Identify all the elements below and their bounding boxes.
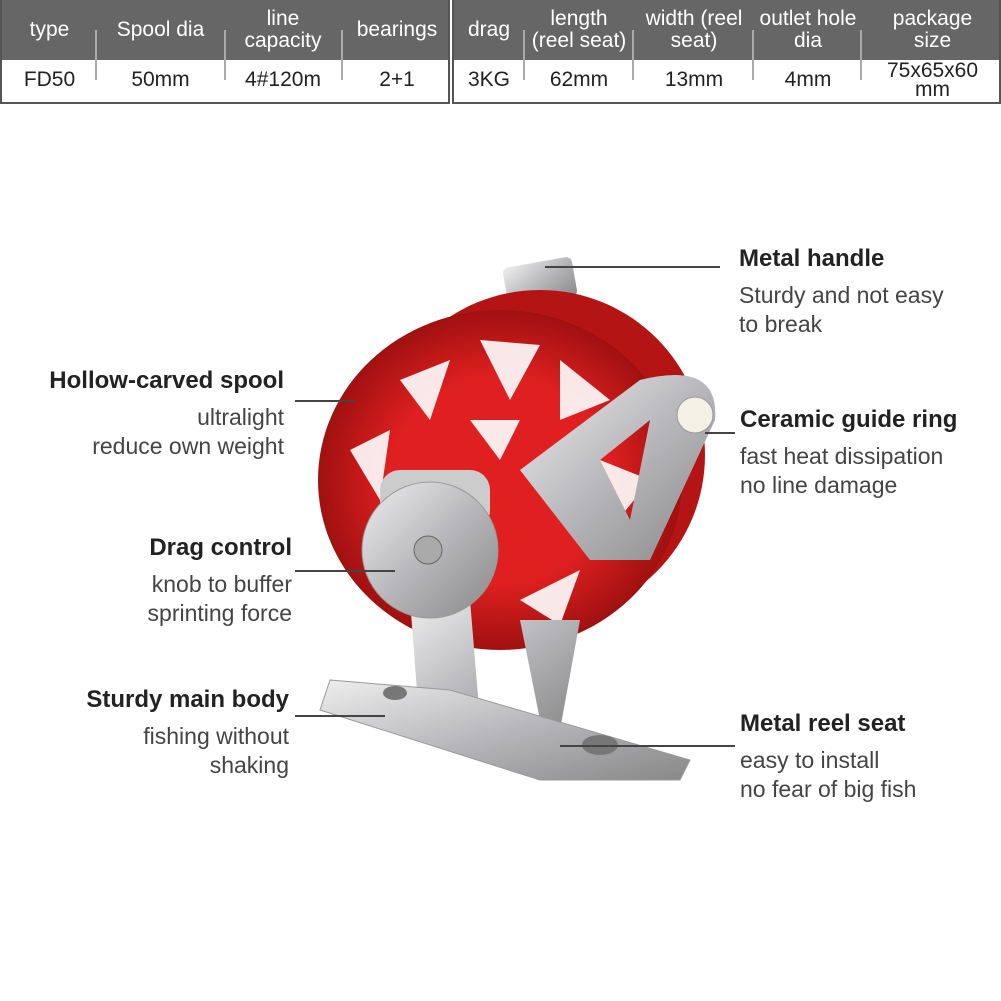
callout-text: fast heat dissipation (740, 443, 944, 469)
leader-line (295, 400, 355, 402)
callout-text: fishing without (143, 723, 289, 749)
value-drag: 3KG (467, 68, 511, 91)
callout-spool: Hollow-carved spool ultralight reduce ow… (0, 366, 284, 461)
divider (523, 30, 525, 80)
leader-line (560, 745, 735, 747)
callout-title: Sturdy main body (86, 686, 289, 713)
value-bearings: 2+1 (379, 68, 415, 91)
leader-line (295, 715, 385, 717)
divider (632, 30, 634, 80)
leader-line (545, 266, 720, 268)
callout-text: easy to install (740, 747, 880, 773)
header-width: width (reel seat) (645, 7, 743, 52)
header-length: length (reel seat) (531, 7, 627, 52)
header-outlet-hole: outlet hole dia (759, 7, 857, 52)
callout-text: Sturdy and not easy (739, 282, 944, 308)
callout-drag: Drag control knob to buffer sprinting fo… (0, 533, 292, 628)
divider (95, 30, 97, 80)
spec-table-right: drag length (reel seat) width (reel seat… (452, 0, 1001, 104)
value-type: FD50 (23, 68, 76, 91)
value-line-capacity: 4#120m (245, 68, 321, 91)
divider (752, 30, 754, 80)
header-type: type (29, 18, 70, 41)
value-package-size: 75x65x60 mm (886, 59, 979, 101)
callout-title: Drag control (149, 534, 292, 561)
callout-text: knob to buffer (151, 571, 292, 597)
frame-arm (520, 375, 716, 560)
callout-title: Ceramic guide ring (740, 406, 958, 433)
callout-text: no fear of big fish (740, 776, 917, 802)
header-line-capacity: line capacity (244, 7, 322, 52)
callout-title: Metal reel seat (740, 710, 906, 737)
callout-metal-handle: Metal handle Sturdy and not easy to brea… (739, 244, 944, 339)
callout-text: reduce own weight (92, 433, 284, 459)
value-spool-dia: 50mm (131, 68, 190, 91)
callout-guide-ring: Ceramic guide ring fast heat dissipation… (740, 405, 957, 500)
callout-reel-seat: Metal reel seat easy to install no fear … (740, 709, 916, 804)
callout-title: Hollow-carved spool (49, 367, 284, 394)
header-bearings: bearings (356, 18, 438, 41)
callout-text: to break (739, 311, 823, 337)
divider (860, 30, 862, 80)
header-spool-dia: Spool dia (116, 18, 205, 41)
value-width: 13mm (664, 68, 724, 91)
divider (224, 30, 226, 80)
divider (341, 30, 343, 80)
reel-seat-base (319, 679, 691, 781)
value-outlet-hole: 4mm (784, 68, 832, 91)
value-length: 62mm (549, 68, 609, 91)
guide-ring (676, 396, 714, 434)
leader-line (295, 570, 395, 572)
callout-text: ultralight (197, 404, 284, 430)
callout-text: no line damage (740, 472, 898, 498)
spec-table-left: type Spool dia line capacity bearings FD… (0, 0, 450, 104)
leader-line (705, 432, 735, 434)
table-header (454, 0, 999, 60)
header-drag: drag (467, 18, 511, 41)
header-package-size: package size (892, 7, 973, 52)
callout-body: Sturdy main body fishing without shaking (0, 685, 289, 780)
callout-text: shaking (209, 752, 289, 778)
callout-text: sprinting force (147, 600, 292, 626)
callout-title: Metal handle (739, 245, 885, 272)
